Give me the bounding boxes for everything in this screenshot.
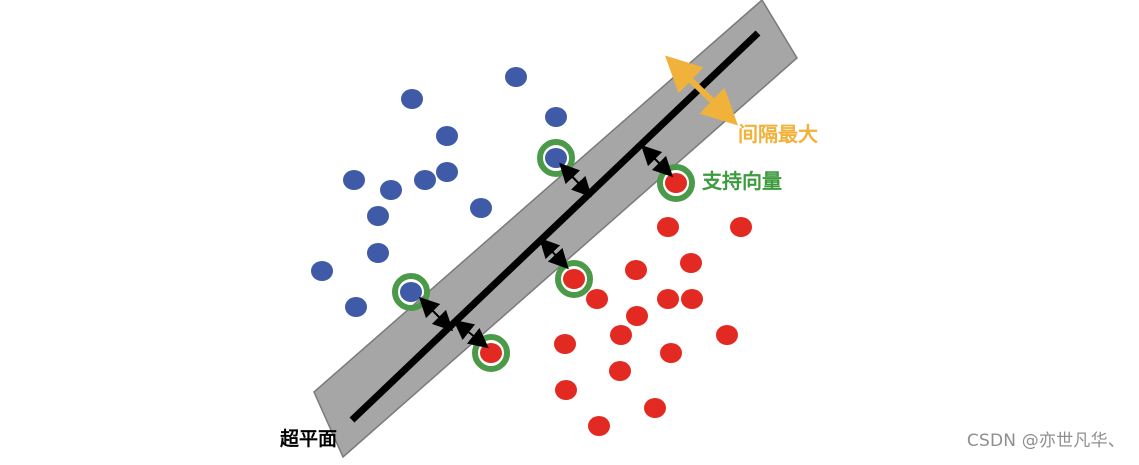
- class-b-point: [586, 289, 608, 309]
- distance-arrow: [539, 237, 569, 270]
- max-margin-arrow: [664, 55, 739, 126]
- distance-arrow: [453, 319, 489, 349]
- class-a-point: [414, 170, 436, 190]
- support-vector-ring: [392, 273, 430, 311]
- class-b-point: [555, 380, 577, 400]
- class-a-point: [380, 180, 402, 200]
- class-a-point: [345, 297, 367, 317]
- watermark: CSDN @亦世凡华、: [966, 431, 1125, 451]
- class-b-point: [554, 334, 576, 354]
- class-a-point: [470, 198, 492, 218]
- max-margin-label: 间隔最大: [738, 122, 818, 146]
- class-b-point: [730, 217, 752, 237]
- class-b-point: [665, 173, 687, 193]
- hyperplane-label: 超平面: [279, 427, 337, 450]
- class-a-point: [401, 89, 423, 109]
- class-a-point: [311, 261, 333, 281]
- class-a-point: [436, 162, 458, 182]
- class-b-point: [680, 253, 702, 273]
- class-b-point: [657, 289, 679, 309]
- support-vector-ring: [555, 260, 593, 298]
- class-b-point: [681, 289, 703, 309]
- class-a-point: [343, 170, 365, 190]
- class-a-point: [367, 243, 389, 263]
- class-a-point: [367, 206, 389, 226]
- class-b-point: [625, 260, 647, 280]
- support-vector-ring: [657, 164, 695, 202]
- class-b-point: [716, 325, 738, 345]
- class-a-point: [545, 148, 567, 168]
- support-vector-ring: [537, 139, 575, 177]
- class-b-point: [657, 217, 679, 237]
- distance-arrow: [640, 144, 674, 178]
- distance-arrow: [559, 162, 592, 198]
- class-a-point: [545, 107, 567, 127]
- class-a-point: [436, 126, 458, 146]
- class-b-point: [644, 398, 666, 418]
- class-b-point: [626, 306, 648, 326]
- class-a-point: [505, 67, 527, 87]
- support-vector-ring: [472, 334, 510, 372]
- class-b-point: [480, 343, 502, 363]
- class-b-point: [609, 361, 631, 381]
- support-vectors-label: 支持向量: [702, 169, 782, 193]
- class-b-point: [610, 325, 632, 345]
- class-a-point: [400, 282, 422, 302]
- class-b-point: [563, 269, 585, 289]
- class-b-point: [588, 416, 610, 436]
- class-b-point: [660, 343, 682, 363]
- distance-arrow: [418, 296, 454, 332]
